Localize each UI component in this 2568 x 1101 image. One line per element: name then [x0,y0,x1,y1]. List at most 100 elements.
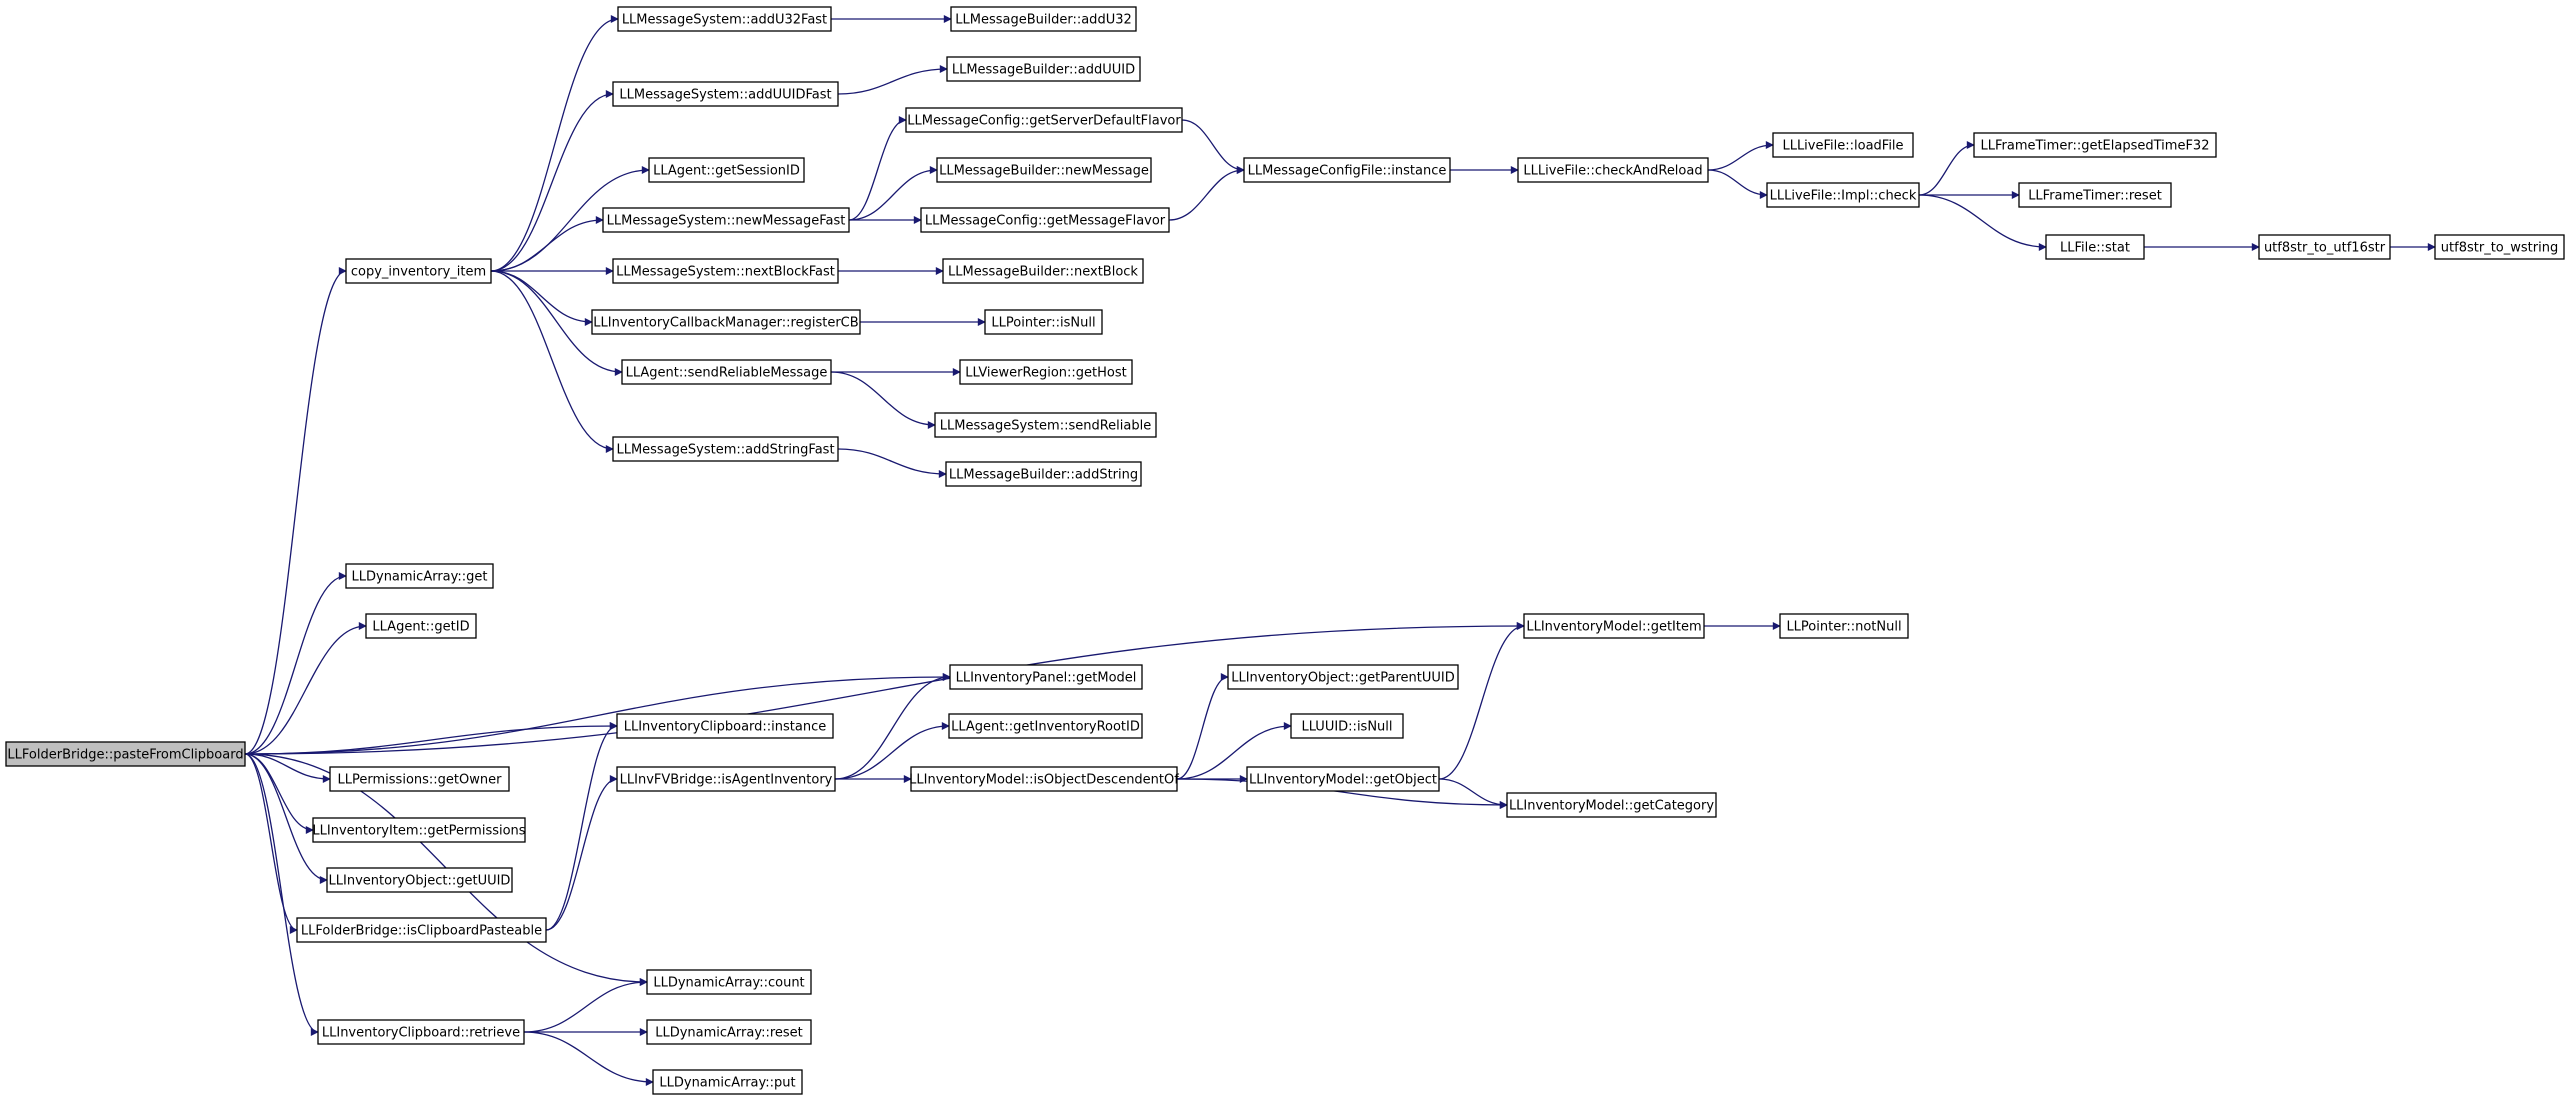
node-box [296,917,547,943]
node-lllivefile-loadfile[interactable]: LLLiveFile::loadFile [1772,132,1914,158]
node-llmessagesystem-sendreliable[interactable]: LLMessageSystem::sendReliable [934,412,1157,438]
edges-layer [244,15,2436,1086]
edge-root-to-getID [244,622,367,755]
node-llinventorycallbackmanager-registercb[interactable]: LLInventoryCallbackManager::registerCB [591,309,861,335]
edge-retrieve-to-daPut [523,1031,654,1086]
node-box [2045,234,2145,260]
node-llmessagebuilder-adduuid[interactable]: LLMessageBuilder::addUUID [946,56,1141,82]
node-box [2018,182,2172,208]
node-llinventoryclipboard-retrieve[interactable]: LLInventoryClipboard::retrieve [317,1019,525,1045]
node-lldynamicarray-count[interactable]: LLDynamicArray::count [646,969,812,995]
node-box [612,436,839,462]
node-llinventorymodel-getitem[interactable]: LLInventoryModel::getItem [1523,613,1705,639]
node-copy-inventory-item[interactable]: copy_inventory_item [345,258,492,284]
node-box [934,412,1157,438]
node-llinventoryitem-getpermissions[interactable]: LLInventoryItem::getPermissions [312,817,526,843]
node-box [984,309,1103,335]
node-label: LLFolderBridge::pasteFromClipboard [7,748,243,763]
node-lldynamicarray-get[interactable]: LLDynamicArray::get [345,563,494,589]
node-label: LLAgent::sendReliableMessage [626,366,828,381]
node-label: LLInventoryObject::getUUID [329,874,511,889]
node-llfile-stat[interactable]: LLFile::stat [2045,234,2145,260]
node-llagent-getid[interactable]: LLAgent::getID [365,613,477,639]
node-label: LLPermissions::getOwner [338,773,503,788]
node-llmessagebuilder-addstring[interactable]: LLMessageBuilder::addString [945,461,1142,487]
node-box [5,741,246,767]
node-llinventoryclipboard-instance[interactable]: LLInventoryClipboard::instance [616,713,834,739]
edge-getObject-to-getCategory [1438,778,1508,809]
node-llmessagesystem-adduuidfast[interactable]: LLMessageSystem::addUUIDFast [612,81,839,107]
node-llfolderbridge-pastefromclipboard[interactable]: LLFolderBridge::pasteFromClipboard [5,741,246,767]
node-llinventoryobject-getuuid[interactable]: LLInventoryObject::getUUID [326,867,513,893]
node-llmessageconfig-getserverdefaultflavor[interactable]: LLMessageConfig::getServerDefaultFlavor [905,107,1183,133]
node-llagent-getinventoryrootid[interactable]: LLAgent::getInventoryRootID [948,713,1143,739]
node-llagent-getsessionid[interactable]: LLAgent::getSessionID [648,157,805,183]
edge-checkAndReload-to-implCheck [1707,169,1768,199]
node-llinventorypanel-getmodel[interactable]: LLInventoryPanel::getModel [949,664,1143,690]
node-box [329,766,510,792]
edge-root-to-isPasteable [244,753,298,934]
node-llinventorymodel-getcategory[interactable]: LLInventoryModel::getCategory [1506,792,1717,818]
node-utf8str-to-wstring[interactable]: utf8str_to_wstring [2434,234,2565,260]
node-llmessageconfig-getmessageflavor[interactable]: LLMessageConfig::getMessageFlavor [920,207,1170,233]
node-label: LLFolderBridge::isClipboardPasteable [301,924,542,939]
node-box [365,613,477,639]
node-label: LLUUID::isNull [1301,720,1392,735]
node-llpermissions-getowner[interactable]: LLPermissions::getOwner [329,766,510,792]
edge-copy_item-to-registerCB [490,270,593,326]
node-box [920,207,1170,233]
node-label: LLMessageSystem::newMessageFast [607,214,846,229]
node-llviewerregion-gethost[interactable]: LLViewerRegion::getHost [959,359,1133,385]
node-llagent-sendreliablemessage[interactable]: LLAgent::sendReliableMessage [621,359,832,385]
node-llmessagebuilder-addu32[interactable]: LLMessageBuilder::addU32 [950,6,1137,32]
node-label: LLMessageSystem::addUUIDFast [619,88,831,103]
node-lldynamicarray-reset[interactable]: LLDynamicArray::reset [646,1019,812,1045]
node-box [612,258,839,284]
node-llmessagesystem-nextblockfast[interactable]: LLMessageSystem::nextBlockFast [612,258,839,284]
node-label: LLPointer::isNull [991,316,1095,331]
node-label: LLInventoryModel::getObject [1249,773,1437,788]
node-llinventoryobject-getparentuuid[interactable]: LLInventoryObject::getParentUUID [1227,664,1459,690]
node-lldynamicarray-put[interactable]: LLDynamicArray::put [652,1069,803,1095]
node-box [950,6,1137,32]
node-box [1243,157,1451,183]
edge-copy_item-to-sendReliableMessage [490,270,623,376]
edge-newMessageFast-to-getServerDefaultFlavor [848,116,907,221]
node-llpointer-notnull[interactable]: LLPointer::notNull [1779,613,1909,639]
node-llmessageconfigfile-instance[interactable]: LLMessageConfigFile::instance [1243,157,1451,183]
node-llmessagesystem-addu32fast[interactable]: LLMessageSystem::addU32Fast [617,6,832,32]
node-box [1766,182,1920,208]
edge-root-to-daGet [244,572,347,755]
node-llinvfvbridge-isagentinventory[interactable]: LLInvFVBridge::isAgentInventory [616,766,836,792]
node-llfolderbridge-isclipboardpasteable[interactable]: LLFolderBridge::isClipboardPasteable [296,917,547,943]
edge-copy_item-to-addStringFast [490,270,614,453]
edge-root-to-getUUID [244,753,328,884]
node-lllivefile-checkandreload[interactable]: LLLiveFile::checkAndReload [1517,157,1709,183]
node-box [1506,792,1717,818]
node-label: LLMessageConfigFile::instance [1248,164,1447,179]
node-llinventorymodel-isobjectdescendentof[interactable]: LLInventoryModel::isObjectDescendentOf [909,766,1179,792]
node-label: LLMessageConfig::getMessageFlavor [925,214,1166,229]
node-llmessagebuilder-nextblock[interactable]: LLMessageBuilder::nextBlock [942,258,1144,284]
edge-copy_item-to-newMessageFast [490,216,604,272]
node-llmessagesystem-addstringfast[interactable]: LLMessageSystem::addStringFast [612,436,839,462]
node-llmessagebuilder-newmessage[interactable]: LLMessageBuilder::newMessage [936,157,1152,183]
node-label: LLLiveFile::checkAndReload [1523,164,1702,179]
edge-implCheck-to-fileStat [1918,194,2047,251]
edge-getServerDefaultFlavor-to-configInstance [1181,119,1245,174]
node-llmessagesystem-newmessagefast[interactable]: LLMessageSystem::newMessageFast [602,207,850,233]
node-utf8str-to-utf16str[interactable]: utf8str_to_utf16str [2258,234,2391,260]
edge-root-to-retrieve [244,753,319,1036]
node-lluuid-isnull[interactable]: LLUUID::isNull [1290,713,1404,739]
edge-isDescendent-to-getCategory [1176,778,1508,809]
node-llframetimer-reset[interactable]: LLFrameTimer::reset [2018,182,2172,208]
node-box [317,1019,525,1045]
node-llpointer-isnull[interactable]: LLPointer::isNull [984,309,1103,335]
node-box [2434,234,2565,260]
node-lllivefile-impl-check[interactable]: LLLiveFile::Impl::check [1766,182,1920,208]
node-label: LLMessageBuilder::addU32 [955,13,1132,28]
node-llframetimer-getelapsedtimef32[interactable]: LLFrameTimer::getElapsedTimeF32 [1973,132,2217,158]
node-label: LLInventoryModel::isObjectDescendentOf [909,773,1179,788]
edge-copy_item-to-addU32Fast [490,15,619,272]
node-llinventorymodel-getobject[interactable]: LLInventoryModel::getObject [1246,766,1440,792]
